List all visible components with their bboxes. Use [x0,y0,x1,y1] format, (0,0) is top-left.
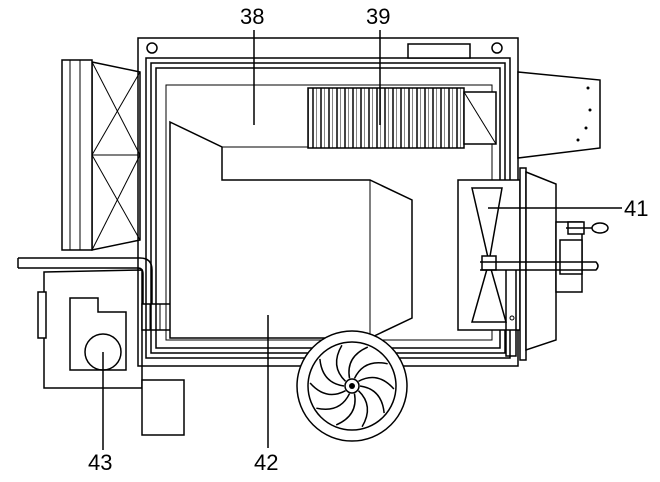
wheel-spoke [309,382,346,396]
callout-42: 42 [254,450,278,475]
wheel-spoke [359,385,385,414]
callout-39: 39 [366,4,390,29]
air-intake-cone [61,59,141,251]
wheel-spoke [316,393,351,411]
heat-exchanger-coil [307,87,497,149]
fan-assembly [457,167,609,361]
wheel-spoke [358,376,395,390]
burner-unit [37,269,185,436]
wheel-spoke [353,361,388,379]
wheel-spoke [348,346,369,379]
wheel-spoke [335,393,356,426]
combustion-chamber [169,120,413,339]
callout-38: 38 [240,4,264,29]
leader-lines [102,30,622,450]
callout-43: 43 [88,450,112,475]
wheel-spoke [335,344,347,382]
wheel [296,330,408,442]
wheel-spoke [357,390,369,428]
flue-outlet [517,71,601,159]
callout-41: 41 [624,196,648,221]
wheel-spoke [319,358,345,387]
